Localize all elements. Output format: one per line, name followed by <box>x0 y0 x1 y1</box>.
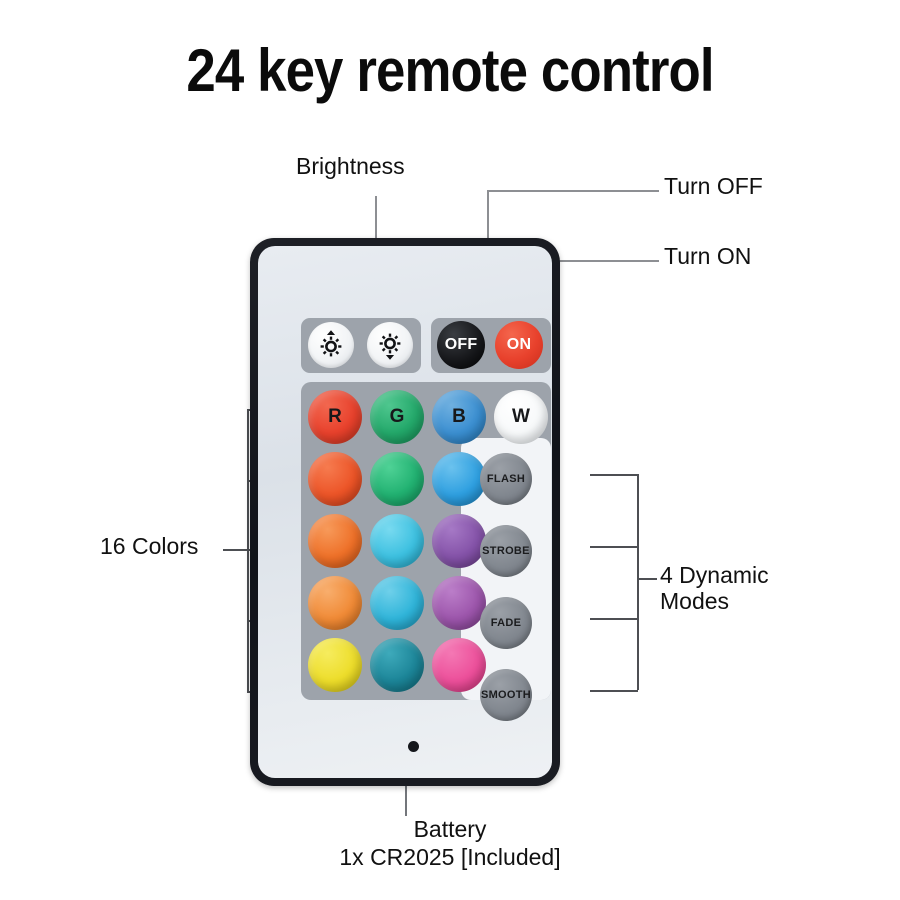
color-button-white[interactable]: W <box>494 390 548 444</box>
color-button-purple[interactable] <box>432 514 486 568</box>
sun-up-icon <box>315 329 347 361</box>
callout-label-dynamic-modes: 4 Dynamic Modes <box>660 562 769 614</box>
leader-line-battery <box>405 768 407 816</box>
color-button-orange[interactable] <box>308 514 362 568</box>
brightness-down-button[interactable] <box>367 322 413 368</box>
sun-down-icon <box>374 329 406 361</box>
color-button-emerald[interactable] <box>370 452 424 506</box>
callout-label-brightness: Brightness <box>296 153 405 179</box>
callout-label-turn-off: Turn OFF <box>664 173 763 199</box>
leader-line-modes-tick-4 <box>590 690 638 692</box>
leader-line-modes-tick-2 <box>590 546 638 548</box>
color-button-pink[interactable] <box>432 638 486 692</box>
color-button-red-label: R <box>328 406 342 427</box>
power-button-group: OFF ON <box>431 318 551 373</box>
leader-line-turn-on-horizontal <box>556 260 659 262</box>
leader-line-turn-off-horizontal <box>487 190 659 192</box>
mode-button-fade-label: FADE <box>490 617 522 629</box>
remote-control-body: OFF ON R G B W <box>250 238 560 786</box>
leader-line-modes-stub <box>637 578 657 580</box>
color-button-blue-label: B <box>452 406 466 427</box>
color-button-azure[interactable] <box>432 452 486 506</box>
mode-button-smooth-label: SMOOTH <box>480 689 532 701</box>
page-title: 24 key remote control <box>186 37 714 104</box>
power-off-label: OFF <box>444 336 478 353</box>
mode-button-strobe[interactable]: STROBE <box>480 525 532 577</box>
color-button-teal[interactable] <box>370 638 424 692</box>
leader-line-modes-spine <box>637 474 639 690</box>
color-button-green[interactable]: G <box>370 390 424 444</box>
power-on-label: ON <box>506 336 532 353</box>
mode-button-strobe-label: STROBE <box>482 545 530 557</box>
remote-face: OFF ON R G B W <box>258 246 552 778</box>
color-button-light-orange[interactable] <box>308 576 362 630</box>
mode-button-flash-label: FLASH <box>486 473 526 485</box>
color-button-cyan[interactable] <box>370 514 424 568</box>
color-button-orange-red[interactable] <box>308 452 362 506</box>
color-button-green-label: G <box>389 406 405 427</box>
color-button-violet[interactable] <box>432 576 486 630</box>
mode-button-fade[interactable]: FADE <box>480 597 532 649</box>
mode-button-smooth[interactable]: SMOOTH <box>480 669 532 721</box>
color-button-yellow[interactable] <box>308 638 362 692</box>
callout-label-turn-on: Turn ON <box>664 243 752 269</box>
brightness-button-group <box>301 318 421 373</box>
color-button-red[interactable]: R <box>308 390 362 444</box>
mode-button-flash[interactable]: FLASH <box>480 453 532 505</box>
brightness-up-button[interactable] <box>308 322 354 368</box>
color-button-blue[interactable]: B <box>432 390 486 444</box>
callout-label-16-colors: 16 Colors <box>100 533 199 559</box>
leader-line-modes-tick-1 <box>590 474 638 476</box>
callout-label-battery: Battery 1x CR2025 [Included] <box>339 816 561 871</box>
power-off-button[interactable]: OFF <box>437 321 485 369</box>
color-button-white-label: W <box>512 406 530 427</box>
battery-dot-icon <box>408 741 419 752</box>
color-button-sky-blue[interactable] <box>370 576 424 630</box>
power-on-button[interactable]: ON <box>495 321 543 369</box>
leader-line-modes-tick-3 <box>590 618 638 620</box>
